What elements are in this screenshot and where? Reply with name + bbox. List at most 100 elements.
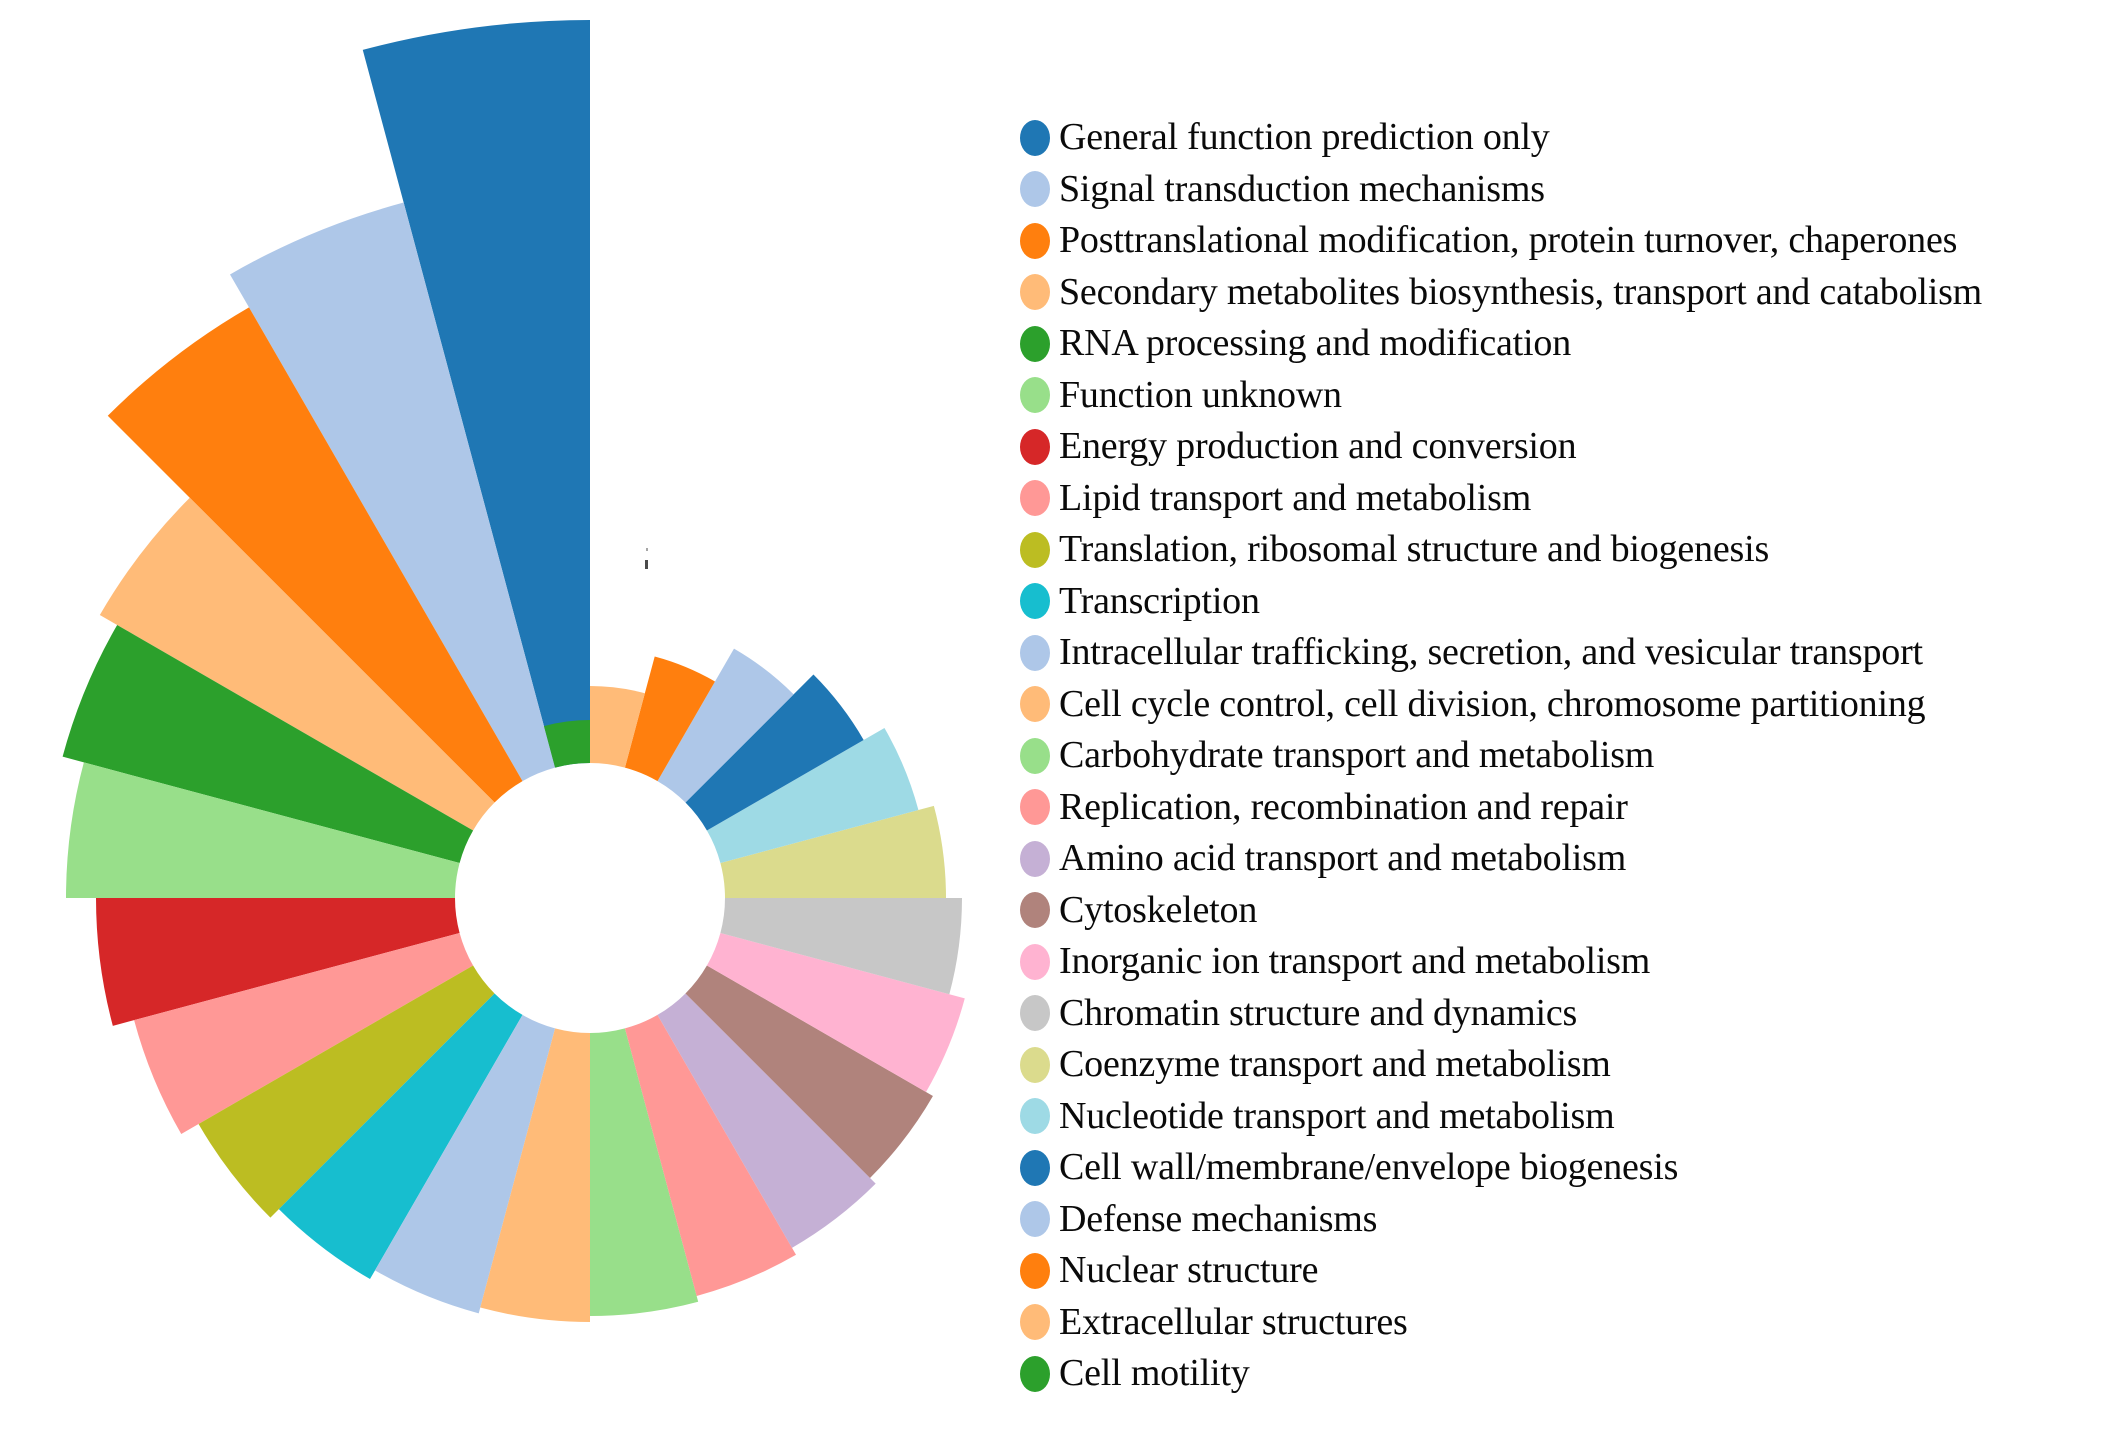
- legend-color-swatch-icon: [1020, 1252, 1050, 1289]
- legend-item[interactable]: Cytoskeleton: [1020, 885, 2112, 937]
- rose-wedge[interactable]: [134, 932, 474, 1134]
- legend-color-swatch-icon: [1020, 531, 1050, 568]
- legend-item-label: Nuclear structure: [1059, 1249, 1319, 1291]
- legend-color-swatch-icon: [1020, 1046, 1050, 1083]
- legend-item-label: Translation, ribosomal structure and bio…: [1059, 528, 1770, 570]
- rose-wedge[interactable]: [657, 993, 876, 1248]
- legend-item[interactable]: Carbohydrate transport and metabolism: [1020, 730, 2112, 782]
- legend-color-swatch-icon: [1020, 634, 1050, 671]
- legend-item[interactable]: Nucleotide transport and metabolism: [1020, 1091, 2112, 1143]
- legend-item[interactable]: Amino acid transport and metabolism: [1020, 833, 2112, 885]
- legend-item[interactable]: Energy production and conversion: [1020, 421, 2112, 473]
- legend-item-label: Lipid transport and metabolism: [1059, 476, 1532, 519]
- rose-wedge[interactable]: [720, 805, 946, 898]
- rose-chart-svg: [62, 20, 965, 1322]
- rose-wedge[interactable]: [107, 307, 523, 803]
- rose-wedge[interactable]: [590, 1028, 699, 1316]
- legend-item[interactable]: Lipid transport and metabolism: [1020, 473, 2112, 525]
- legend-item[interactable]: Function unknown: [1020, 370, 2112, 422]
- rose-wedge[interactable]: [720, 898, 962, 995]
- legend-item[interactable]: Cell wall/membrane/envelope biogenesis: [1020, 1142, 2112, 1194]
- legend-color-swatch-icon: [1020, 119, 1050, 156]
- rose-wedge[interactable]: [624, 1014, 796, 1296]
- rose-wedge[interactable]: [62, 625, 474, 864]
- legend-color-swatch-icon: [1020, 222, 1050, 259]
- legend-item-label: Intracellular trafficking, secretion, an…: [1059, 631, 1923, 673]
- legend-color-swatch-icon: [1020, 480, 1050, 517]
- legend-item-label: Transcription: [1059, 579, 1260, 622]
- legend-item-label: Replication, recombination and repair: [1059, 785, 1628, 828]
- legend-item[interactable]: Defense mechanisms: [1020, 1194, 2112, 1246]
- image-speck-small: [646, 548, 648, 551]
- legend-item[interactable]: Coenzyme transport and metabolism: [1020, 1039, 2112, 1091]
- rose-wedge[interactable]: [99, 497, 495, 831]
- legend-color-swatch-icon: [1020, 789, 1050, 826]
- legend-item-label: Defense mechanisms: [1059, 1197, 1378, 1240]
- legend-item[interactable]: Intracellular trafficking, secretion, an…: [1020, 627, 2112, 679]
- legend-color-swatch-icon: [1020, 583, 1050, 620]
- legend-item-label: Coenzyme transport and metabolism: [1059, 1043, 1611, 1085]
- legend-color-swatch-icon: [1020, 892, 1050, 929]
- legend-item-label: Energy production and conversion: [1059, 425, 1577, 467]
- legend-color-swatch-icon: [1020, 1098, 1050, 1135]
- rose-wedge[interactable]: [230, 202, 556, 782]
- rose-wedge[interactable]: [685, 674, 864, 831]
- legend-item-label: Cell wall/membrane/envelope biogenesis: [1059, 1146, 1679, 1188]
- legend-item[interactable]: Secondary metabolites biosynthesis, tran…: [1020, 267, 2112, 319]
- legend-item[interactable]: Signal transduction mechanisms: [1020, 164, 2112, 216]
- legend-color-swatch-icon: [1020, 840, 1050, 877]
- legend-color-swatch-icon: [1020, 428, 1050, 465]
- rose-wedge[interactable]: [543, 720, 590, 768]
- legend-item-label: Cell cycle control, cell division, chrom…: [1059, 682, 1926, 725]
- legend-item-label: Amino acid transport and metabolism: [1059, 837, 1627, 879]
- legend-item[interactable]: Chromatin structure and dynamics: [1020, 988, 2112, 1040]
- legend-color-swatch-icon: [1020, 377, 1050, 414]
- rose-wedge[interactable]: [66, 762, 460, 898]
- legend-item-label: Cell motility: [1059, 1352, 1250, 1394]
- rose-wedge[interactable]: [706, 932, 965, 1092]
- rose-wedge[interactable]: [706, 728, 919, 864]
- legend-item-label: RNA processing and modification: [1059, 322, 1571, 364]
- rose-wedge[interactable]: [590, 686, 645, 768]
- rose-wedge[interactable]: [362, 20, 590, 768]
- legend-item-label: Cytoskeleton: [1059, 888, 1258, 931]
- legend-item-label: Chromatin structure and dynamics: [1059, 991, 1578, 1034]
- rose-wedge[interactable]: [198, 965, 495, 1218]
- legend-item-label: Nucleotide transport and metabolism: [1059, 1094, 1615, 1137]
- legend-item-label: Carbohydrate transport and metabolism: [1059, 734, 1655, 776]
- rose-wedge[interactable]: [624, 656, 715, 782]
- rose-wedge[interactable]: [96, 898, 460, 1026]
- rose-wedge[interactable]: [685, 965, 933, 1179]
- legend-item[interactable]: Nuclear structure: [1020, 1245, 2112, 1297]
- legend-item[interactable]: Cell motility: [1020, 1348, 2112, 1400]
- rose-wedge[interactable]: [278, 993, 523, 1280]
- legend-item[interactable]: Posttranslational modification, protein …: [1020, 215, 2112, 267]
- legend-color-swatch-icon: [1020, 325, 1050, 362]
- legend-item-label: Posttranslational modification, protein …: [1059, 219, 1958, 261]
- legend-color-swatch-icon: [1020, 995, 1050, 1032]
- legend-item[interactable]: Inorganic ion transport and metabolism: [1020, 936, 2112, 988]
- legend-item[interactable]: Replication, recombination and repair: [1020, 782, 2112, 834]
- rose-wedge[interactable]: [480, 1028, 590, 1322]
- legend-color-swatch-icon: [1020, 686, 1050, 723]
- legend-item[interactable]: Extracellular structures: [1020, 1297, 2112, 1349]
- rose-wedge[interactable]: [375, 1014, 556, 1314]
- legend-item[interactable]: Translation, ribosomal structure and bio…: [1020, 524, 2112, 576]
- legend-item-label: Signal transduction mechanisms: [1059, 167, 1545, 210]
- legend-item[interactable]: General function prediction only: [1020, 112, 2112, 164]
- legend-item[interactable]: RNA processing and modification: [1020, 318, 2112, 370]
- legend-item-label: General function prediction only: [1059, 116, 1550, 158]
- rose-wedge[interactable]: [657, 648, 794, 803]
- legend-item-label: Function unknown: [1059, 373, 1342, 416]
- rose-chart-area: [0, 0, 1000, 1430]
- legend-color-swatch-icon: [1020, 1304, 1050, 1341]
- legend-item[interactable]: Cell cycle control, cell division, chrom…: [1020, 679, 2112, 731]
- legend-color-swatch-icon: [1020, 1201, 1050, 1238]
- legend-item[interactable]: Transcription: [1020, 576, 2112, 628]
- legend-item-label: Inorganic ion transport and metabolism: [1059, 940, 1651, 982]
- legend-color-swatch-icon: [1020, 1149, 1050, 1186]
- legend-color-swatch-icon: [1020, 737, 1050, 774]
- legend-item-label: Extracellular structures: [1059, 1300, 1408, 1343]
